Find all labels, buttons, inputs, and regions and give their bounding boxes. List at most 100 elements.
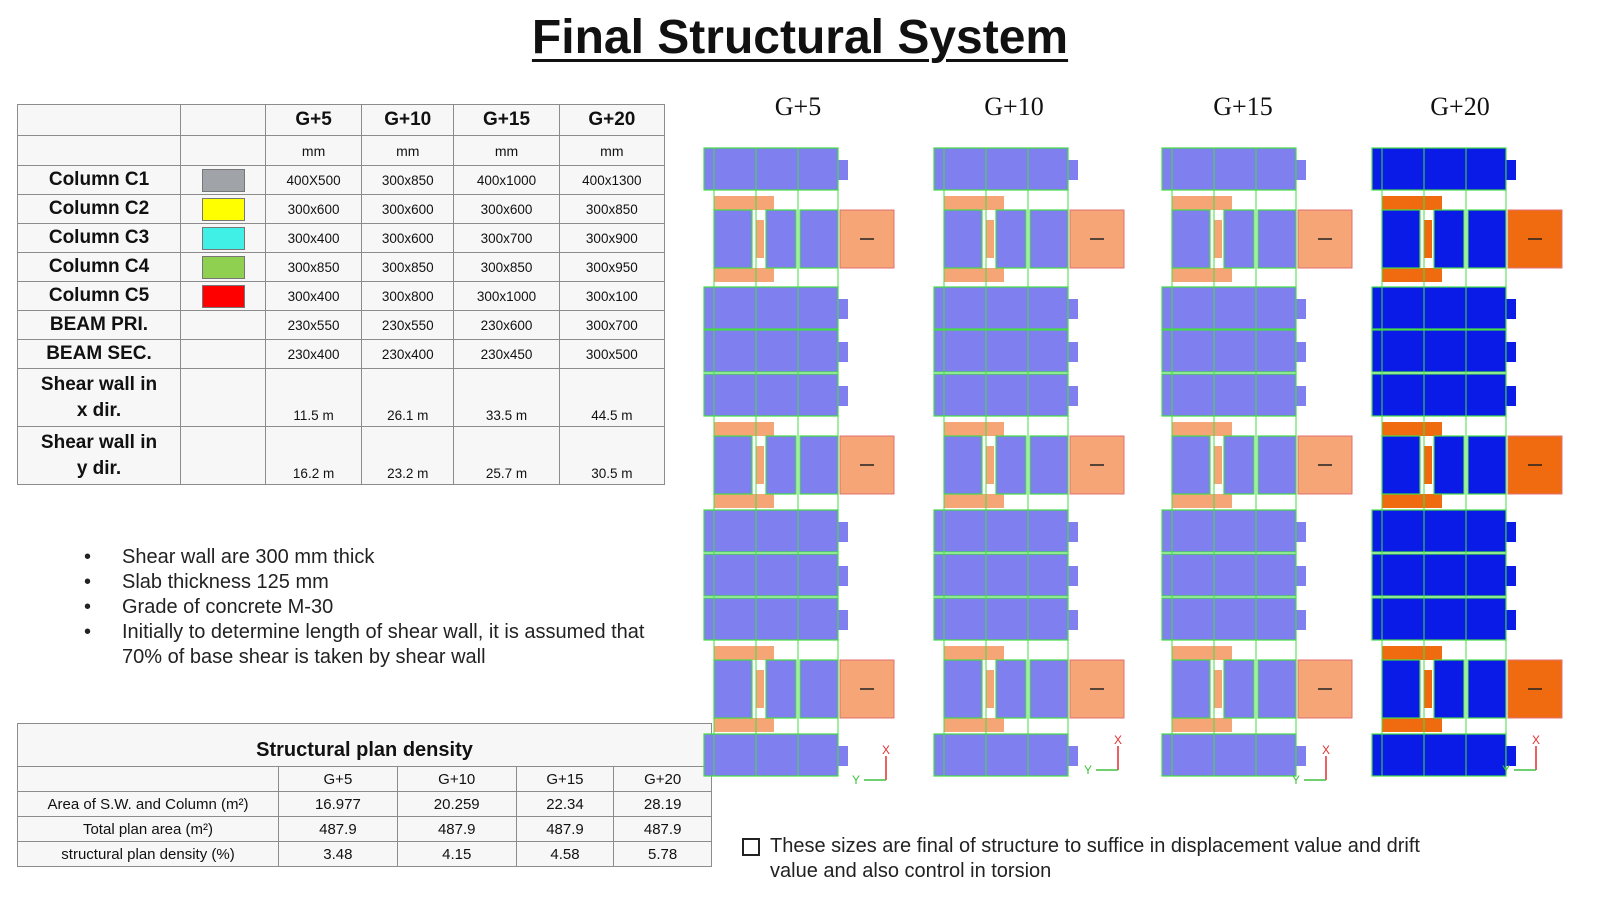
empty-cell: [17, 766, 279, 792]
shear-wall: [944, 196, 1004, 210]
row-label: BEAM PRI.: [17, 310, 181, 340]
core-panel: [1257, 659, 1297, 719]
col-header: G+15: [515, 766, 615, 792]
value-cell: 23.2 m: [361, 426, 455, 485]
notes-list: Shear wall are 300 mm thick Slab thickne…: [84, 545, 684, 670]
slab-projection: [838, 522, 848, 542]
empty-cell: [180, 426, 266, 485]
slab-panel: [1371, 733, 1507, 777]
page-title: Final Structural System: [531, 11, 1069, 64]
core-panel: [1433, 209, 1465, 269]
value-cell: 230x600: [453, 310, 560, 340]
core-panel: [995, 435, 1027, 495]
slab-panel: [1161, 286, 1297, 330]
core-panel: [713, 659, 753, 719]
slab-projection: [1506, 746, 1516, 766]
slab-projection: [1068, 746, 1078, 766]
slab-panel: [703, 286, 839, 330]
value-cell: 300x700: [453, 223, 560, 253]
value-cell: 11.5 m: [264, 368, 363, 427]
shear-wall: [756, 220, 764, 258]
core-panel: [799, 435, 839, 495]
color-swatch: [201, 284, 245, 308]
color-swatch: [201, 197, 245, 221]
slab-panel: [1161, 553, 1297, 597]
col-header: G+10: [396, 766, 517, 792]
y-axis-label: Y: [1084, 763, 1092, 777]
y-axis-label: Y: [852, 773, 860, 787]
swatch-cell: [180, 310, 266, 340]
shear-wall: [1424, 220, 1432, 258]
shear-wall: [1172, 718, 1232, 732]
value-cell: 300x900: [558, 223, 666, 253]
row-label: Column C3: [17, 223, 181, 253]
value-cell: 300x100: [558, 281, 666, 311]
value-cell: 4.58: [515, 841, 615, 867]
value-cell: 400X500: [264, 165, 363, 195]
slab-projection: [838, 299, 848, 319]
slab-projection: [1068, 386, 1078, 406]
row-label: Column C4: [17, 252, 181, 282]
core-panel: [943, 209, 983, 269]
unit-cell: mm: [453, 135, 560, 166]
shear-wall: [1172, 268, 1232, 282]
shear-wall: [1382, 494, 1442, 508]
slab-panel: [1371, 553, 1507, 597]
slab-panel: [703, 509, 839, 553]
core-panel: [1223, 435, 1255, 495]
slab-panel: [933, 597, 1069, 641]
core-panel: [713, 435, 753, 495]
value-cell: 300x600: [361, 223, 455, 253]
shear-wall: [1172, 196, 1232, 210]
shear-wall: [944, 268, 1004, 282]
col-header: G+15: [453, 104, 560, 136]
value-cell: 25.7 m: [453, 426, 560, 485]
slab-projection: [1506, 160, 1516, 180]
row-label-line: y dir.: [76, 457, 122, 479]
y-axis-label: Y: [1502, 763, 1510, 777]
shear-wall: [714, 268, 774, 282]
core-panel: [1467, 209, 1507, 269]
shear-wall: [986, 670, 994, 708]
slab-projection: [1296, 386, 1306, 406]
row-label: Area of S.W. and Column (m²): [17, 791, 279, 817]
shear-wall: [986, 220, 994, 258]
core-panel: [943, 659, 983, 719]
shear-wall: [944, 718, 1004, 732]
row-label-line: x dir.: [76, 399, 122, 421]
value-cell: 16.977: [278, 791, 398, 817]
shear-wall: [714, 718, 774, 732]
row-label: BEAM SEC.: [17, 339, 181, 369]
shear-wall: [714, 646, 774, 660]
col-header: G+10: [361, 104, 455, 136]
slab-panel: [1371, 147, 1507, 191]
value-cell: 26.1 m: [361, 368, 455, 427]
x-axis-label: X: [1322, 743, 1330, 757]
slab-panel: [1161, 329, 1297, 373]
slab-projection: [1296, 299, 1306, 319]
value-cell: 230x450: [453, 339, 560, 369]
table-header-row: G+5 G+10 G+15 G+20: [17, 104, 666, 136]
value-cell: 300x600: [264, 194, 363, 224]
core-panel: [1381, 209, 1421, 269]
value-cell: 300x800: [361, 281, 455, 311]
value-cell: 4.15: [396, 841, 517, 867]
member-sizes-table: G+5 G+10 G+15 G+20 mm mm mm mm Column C1…: [17, 104, 666, 485]
value-cell: 300x850: [361, 252, 455, 282]
slab-panel: [1161, 509, 1297, 553]
plan-label-g5: G+5: [774, 92, 822, 121]
slab-panel: [703, 373, 839, 417]
core-panel: [1257, 209, 1297, 269]
shear-wall: [1424, 670, 1432, 708]
note-item: Slab thickness 125 mm: [84, 570, 684, 595]
core-panel: [1223, 209, 1255, 269]
note-item: Grade of concrete M-30: [84, 595, 684, 620]
